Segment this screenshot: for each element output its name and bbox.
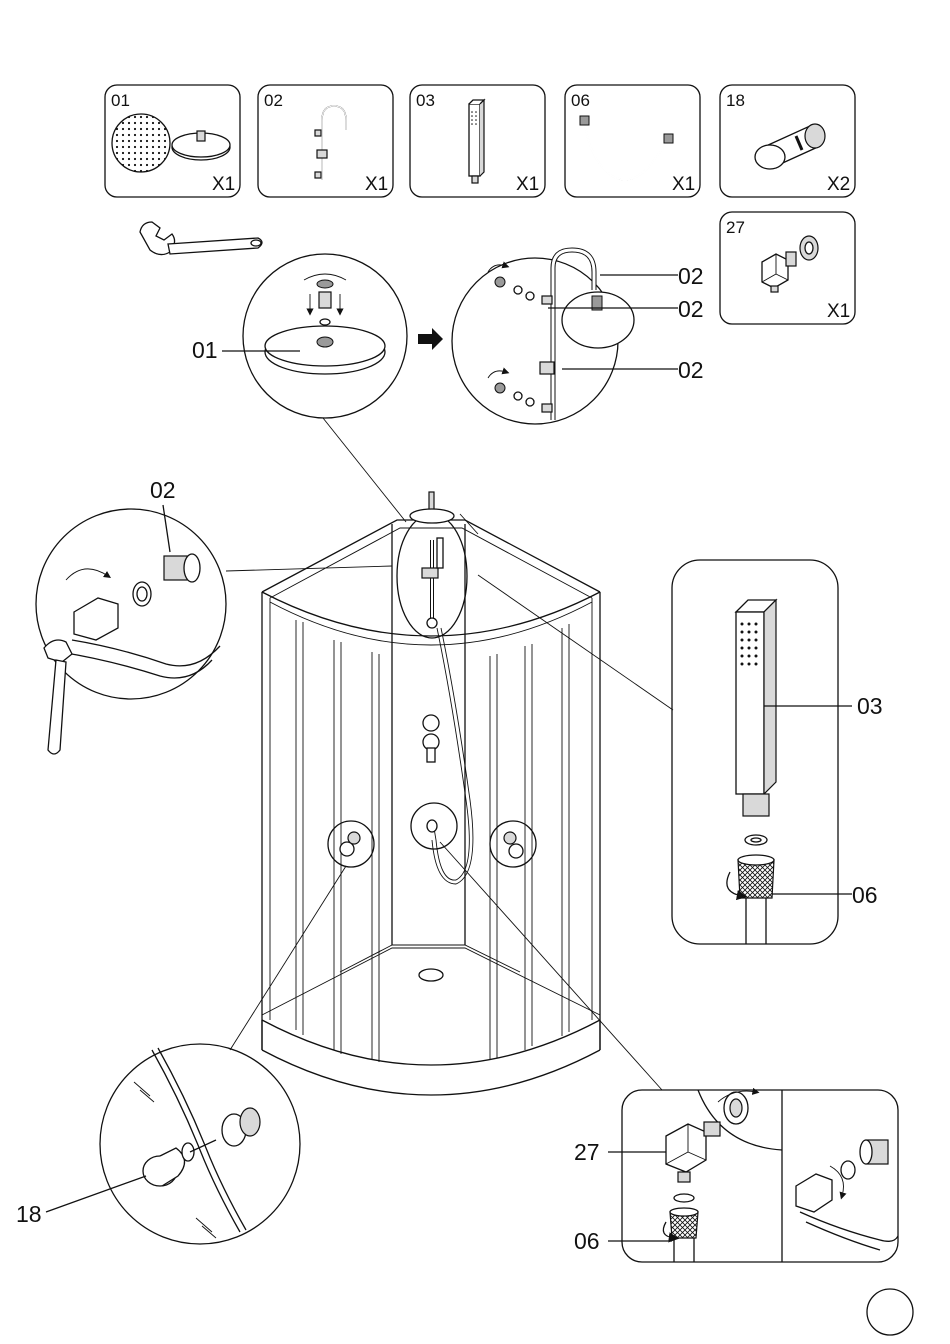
part-box-01: 01 X1: [105, 85, 240, 197]
wrench-icon: [140, 222, 262, 255]
part-box-27: 27 X1: [720, 212, 855, 324]
callout-label: 01: [192, 337, 218, 363]
shower-hose-icon: [580, 116, 673, 180]
part-box-18: 18 X2: [720, 85, 855, 197]
head-detail-circle: 01: [192, 254, 407, 418]
wrench-icon: [44, 640, 72, 754]
rain-shower-head-icon: [112, 114, 230, 172]
cabin-knob-circle-left: [328, 821, 374, 867]
washer-set-top: [495, 277, 534, 300]
cabin-mixer-circle: [411, 803, 457, 849]
callout-label: 02: [678, 296, 704, 322]
part-box-03: 03 X1: [410, 85, 545, 197]
part-qty: X1: [516, 174, 539, 195]
cabin-rail-ellipse: [397, 492, 467, 638]
next-step-arrow-icon: [418, 328, 443, 350]
inlet-detail-circle: 02: [36, 477, 392, 754]
page-number-badge: [867, 1289, 913, 1335]
part-number: 01: [111, 91, 130, 110]
hand-shower-icon: [469, 100, 484, 183]
knob-detail-circle: 18: [16, 1044, 300, 1244]
part-box-02: 02 X1: [258, 85, 393, 197]
callout-label: 27: [574, 1139, 600, 1165]
mixer-icon: [423, 715, 439, 762]
shower-riser-rail-icon: [315, 106, 346, 180]
part-number: 27: [726, 218, 745, 237]
glass-knob-icon: [755, 124, 825, 169]
callout-label: 06: [852, 882, 878, 908]
washer-set-bottom: [495, 383, 534, 406]
part-qty: X1: [365, 174, 388, 195]
part-qty: X1: [672, 174, 695, 195]
elbow-connector-icon: [762, 236, 818, 292]
callout-label: 06: [574, 1228, 600, 1254]
part-qty: X1: [212, 174, 235, 195]
part-box-06: 06 X1: [565, 85, 700, 197]
callout-label: 03: [857, 693, 883, 719]
part-qty: X1: [827, 301, 850, 322]
elbow-detail-box: 27 06: [574, 1090, 898, 1262]
rail-detail-circle: 02 02 02: [452, 250, 704, 424]
callout-label: 02: [678, 357, 704, 383]
part-number: 06: [571, 91, 590, 110]
part-qty: X2: [827, 174, 850, 195]
hand-shower-detail: 03 06: [672, 560, 883, 944]
callout-label: 02: [678, 263, 704, 289]
callout-label: 18: [16, 1201, 42, 1227]
part-number: 18: [726, 91, 745, 110]
part-number: 03: [416, 91, 435, 110]
callout-label: 02: [150, 477, 176, 503]
part-number: 02: [264, 91, 283, 110]
